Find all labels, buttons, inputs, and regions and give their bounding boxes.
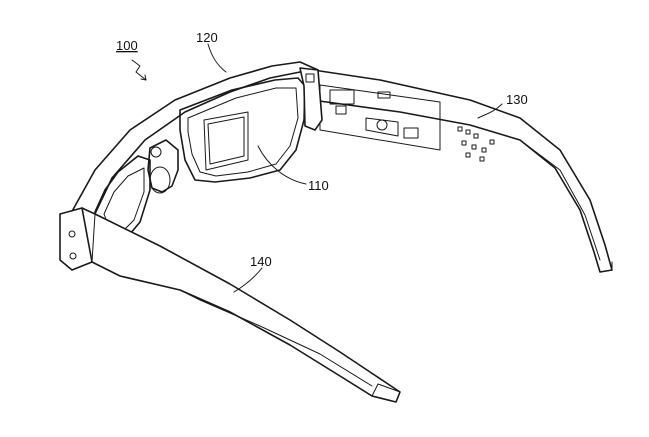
right-temple [299,67,613,273]
label-110: 110 [308,178,329,193]
leader-100 [131,59,147,81]
leader-130 [477,103,503,119]
reference-numerals: 100 120 130 110 140 [116,30,528,269]
label-120: 120 [196,30,218,45]
label-140: 140 [250,254,272,269]
leader-140 [233,267,263,293]
label-100: 100 [116,38,138,53]
front-frame [69,61,323,241]
display-panel [203,111,249,171]
left-temple [59,207,401,403]
leader-120 [207,43,227,73]
label-130: 130 [506,92,528,107]
leader-lines [131,43,503,293]
leader-110 [257,145,307,185]
